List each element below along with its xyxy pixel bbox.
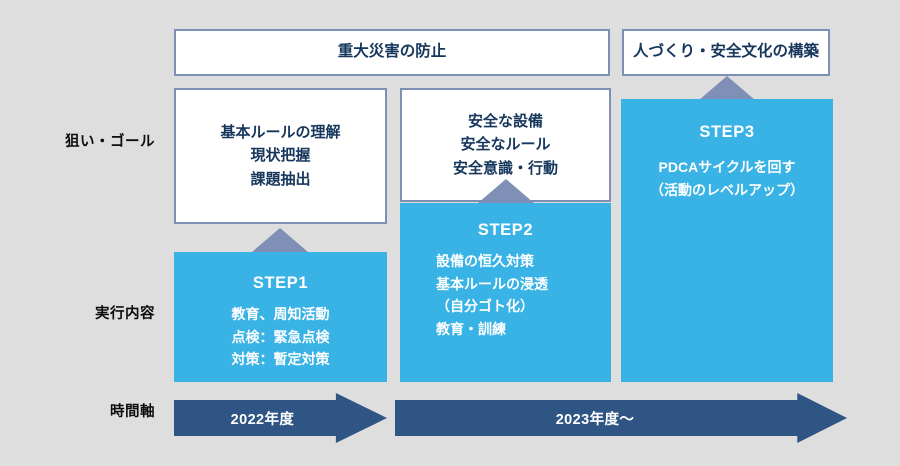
step2-title: STEP2 xyxy=(477,221,534,239)
step2-line-4: 教育・訓練 xyxy=(436,321,506,338)
row-label-execution: 実行内容 xyxy=(95,306,155,322)
row-label-timeline: 時間軸 xyxy=(110,404,155,420)
up-arrow-icon-step2 xyxy=(478,179,534,203)
goal1-line-3: 課題抽出 xyxy=(250,170,311,188)
banner-left-text: 重大災害の防止 xyxy=(337,43,447,61)
step1-line-1: 教育、周知活動 xyxy=(231,306,330,322)
timeline-fy2023-label: 2023年度〜 xyxy=(555,411,635,428)
step3-line-1: PDCAサイクルを回す xyxy=(658,159,796,175)
goal1-line-2: 現状把握 xyxy=(250,147,311,165)
goal2-line-2: 安全なルール xyxy=(460,136,551,154)
timeline-arrow-fy2023: 2023年度〜 xyxy=(395,393,847,443)
up-arrow-icon-step1 xyxy=(252,228,308,252)
step1-line-3: 対策：暫定対策 xyxy=(231,351,330,368)
step1-body: 教育、周知活動 点検：緊急点検 対策：暫定対策 xyxy=(174,303,387,371)
banner-right-text: 人づくり・安全文化の構築 xyxy=(632,43,819,61)
banner-major-disaster-prevention: 重大災害の防止 xyxy=(174,29,610,76)
step-box-step1: STEP1 教育、周知活動 点検：緊急点検 対策：暫定対策 xyxy=(174,252,387,382)
step-box-step2: STEP2 設備の恒久対策 基本ルールの浸透 （自分ゴト化） 教育・訓練 xyxy=(400,203,611,382)
step2-line-3: （自分ゴト化） xyxy=(436,298,534,315)
goal1-line-1: 基本ルールの理解 xyxy=(220,124,341,142)
step3-body: PDCAサイクルを回す （活動のレベルアップ） xyxy=(621,156,833,201)
step2-line-2: 基本ルールの浸透 xyxy=(436,275,548,292)
goal-box-step1: 基本ルールの理解 現状把握 課題抽出 xyxy=(174,88,387,224)
step1-line-2: 点検：緊急点検 xyxy=(231,328,330,345)
up-arrow-icon-step3 xyxy=(699,76,755,100)
timeline-arrow-fy2022: 2022年度 xyxy=(174,393,387,443)
goal2-line-3: 安全意識・行動 xyxy=(452,159,558,177)
goal2-line-1: 安全な設備 xyxy=(467,113,543,131)
timeline-fy2022-label: 2022年度 xyxy=(230,411,295,428)
step2-line-1: 設備の恒久対策 xyxy=(436,253,534,269)
row-label-goal: 狙い・ゴール xyxy=(65,134,155,150)
step3-line-2: （活動のレベルアップ） xyxy=(650,181,804,198)
banner-people-safety-culture: 人づくり・安全文化の構築 xyxy=(622,29,830,76)
step1-title: STEP1 xyxy=(252,274,309,292)
step-box-step3: STEP3 PDCAサイクルを回す （活動のレベルアップ） xyxy=(621,99,833,382)
step3-title: STEP3 xyxy=(699,123,755,141)
step2-body: 設備の恒久対策 基本ルールの浸透 （自分ゴト化） 教育・訓練 xyxy=(400,250,611,341)
